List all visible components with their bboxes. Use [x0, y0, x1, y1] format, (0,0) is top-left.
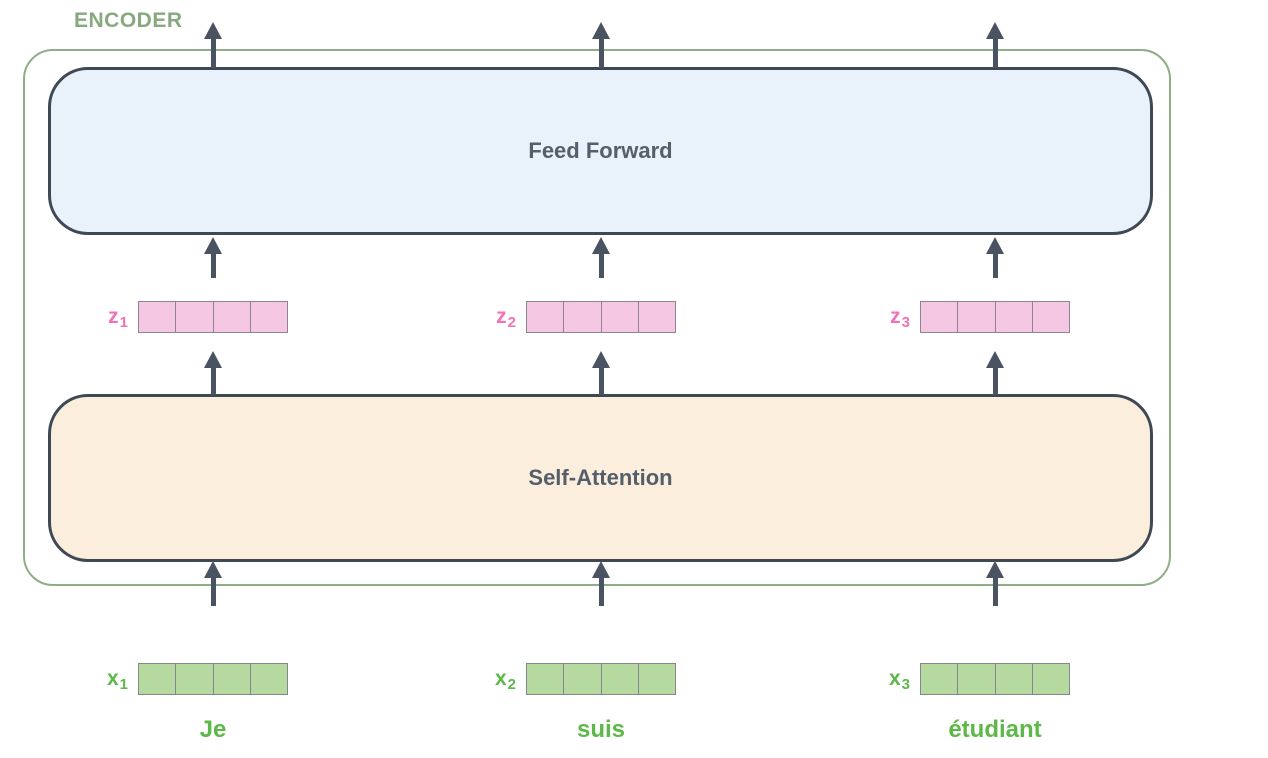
- vector-cell: [139, 302, 177, 332]
- z3-label: z3: [890, 305, 910, 331]
- z2-label: z2: [496, 305, 516, 331]
- vector-cell: [213, 664, 251, 694]
- x1-vector: x1: [107, 663, 288, 695]
- z1-label: z1: [108, 305, 128, 331]
- vector-cell: [176, 302, 214, 332]
- vector-cell: [564, 302, 602, 332]
- vector-cell: [958, 664, 996, 694]
- vector-cell: [527, 302, 565, 332]
- vector-cell: [601, 302, 639, 332]
- vector-cell: [527, 664, 565, 694]
- vector-cell: [1032, 302, 1069, 332]
- x2-vector: x2: [495, 663, 676, 695]
- vector-cell: [638, 302, 675, 332]
- encoder-title: ENCODER: [74, 9, 183, 32]
- up-arrow-icon: [592, 22, 610, 68]
- vector-cell: [250, 302, 287, 332]
- vector-cell: [995, 302, 1033, 332]
- vector-cell: [921, 664, 959, 694]
- z3-cells: [920, 301, 1070, 333]
- up-arrow-icon: [204, 561, 222, 606]
- up-arrow-icon: [592, 237, 610, 278]
- vector-cell: [564, 664, 602, 694]
- z1-cells: [138, 301, 288, 333]
- up-arrow-icon: [204, 351, 222, 395]
- x2-label: x2: [494, 667, 516, 693]
- vector-cell: [921, 302, 959, 332]
- self-attention-block: Self-Attention: [48, 394, 1153, 562]
- vector-cell: [995, 664, 1033, 694]
- x1-cells: [138, 663, 288, 695]
- z1-vector: z1: [108, 301, 288, 333]
- up-arrow-icon: [986, 22, 1004, 68]
- x2-cells: [526, 663, 676, 695]
- feed-forward-block: Feed Forward: [48, 67, 1153, 235]
- up-arrow-icon: [592, 561, 610, 606]
- word-suis: suis: [576, 716, 626, 743]
- z2-vector: z2: [496, 301, 676, 333]
- vector-cell: [139, 664, 177, 694]
- vector-cell: [250, 664, 287, 694]
- x3-vector: x3: [889, 663, 1070, 695]
- vector-cell: [176, 664, 214, 694]
- x3-label: x3: [888, 667, 910, 693]
- up-arrow-icon: [986, 237, 1004, 278]
- up-arrow-icon: [986, 561, 1004, 606]
- vector-cell: [958, 302, 996, 332]
- up-arrow-icon: [204, 22, 222, 68]
- up-arrow-icon: [986, 351, 1004, 395]
- self-attention-label: Self-Attention: [528, 465, 673, 490]
- vector-cell: [601, 664, 639, 694]
- encoder-boundary-box: [23, 49, 1171, 586]
- vector-cell: [213, 302, 251, 332]
- vector-cell: [638, 664, 675, 694]
- word-etudiant: étudiant: [948, 716, 1042, 743]
- up-arrow-icon: [592, 351, 610, 395]
- x1-label: x1: [106, 667, 128, 693]
- z3-vector: z3: [890, 301, 1070, 333]
- vector-cell: [1032, 664, 1069, 694]
- up-arrow-icon: [204, 237, 222, 278]
- feed-forward-label: Feed Forward: [528, 138, 673, 163]
- x3-cells: [920, 663, 1070, 695]
- word-je: Je: [199, 716, 227, 743]
- z2-cells: [526, 301, 676, 333]
